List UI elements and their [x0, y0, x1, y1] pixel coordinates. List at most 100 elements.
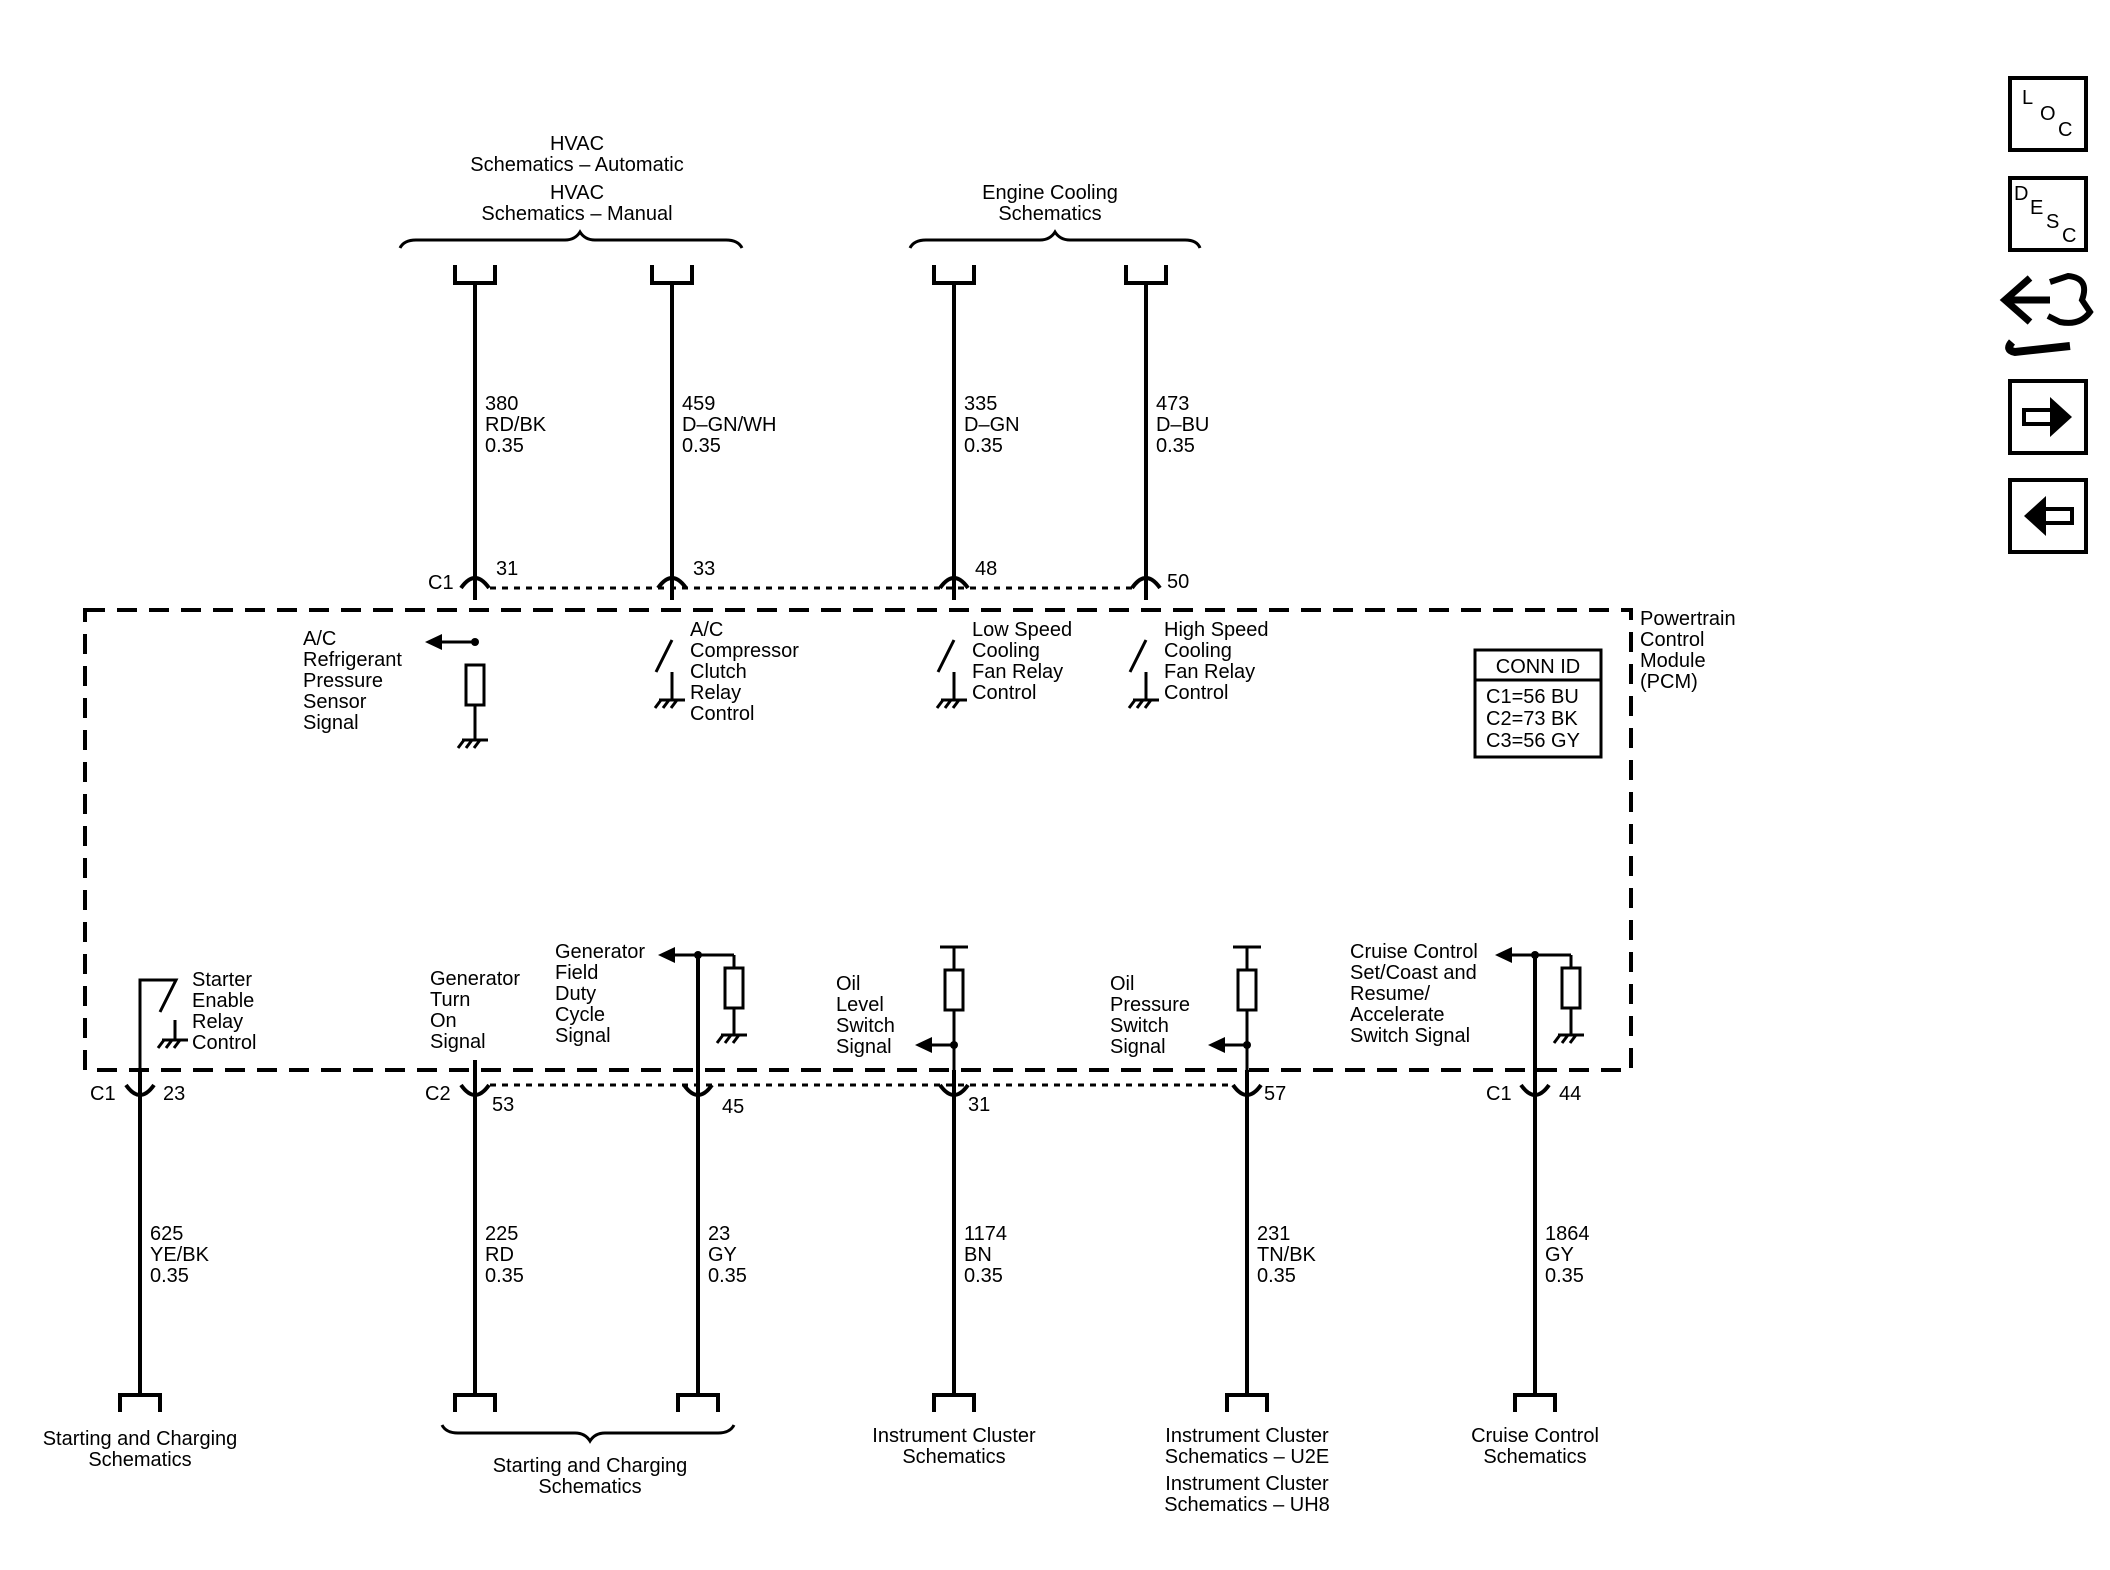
conn-id-c1: C1=56 BU — [1486, 686, 1579, 708]
wire-1864-color: GY — [1545, 1244, 1574, 1266]
oil-level-l4: Signal — [836, 1036, 892, 1058]
pin-33: 33 — [693, 558, 715, 580]
signal-arrow-icon — [915, 1037, 932, 1053]
signal-arrow-icon — [1208, 1037, 1225, 1053]
conn-id-c2: C2=73 BK — [1486, 708, 1578, 730]
starter-l4: Control — [192, 1032, 256, 1054]
gen-turn-l3: On — [430, 1010, 457, 1032]
cruise-l3: Resume/ — [1350, 983, 1430, 1005]
pcm-module-boundary — [83, 608, 1633, 1072]
pin-50: 50 — [1167, 571, 1189, 593]
wire-335-gauge: 0.35 — [964, 435, 1003, 457]
hvac-auto-line1: HVAC — [550, 133, 604, 155]
pin-31: 31 — [496, 558, 518, 580]
pin-45: 45 — [722, 1096, 744, 1118]
next-page-button[interactable] — [2008, 379, 2088, 455]
terminal-473 — [1124, 265, 1168, 285]
cruise-l1: Cruise Control — [1350, 941, 1478, 963]
conn-arc-33 — [656, 576, 688, 590]
gen-turn-on-label: Generator Turn On Signal — [430, 968, 520, 1053]
hvac-man-line1: HVAC — [550, 182, 604, 204]
conn-c2: C2 — [425, 1083, 451, 1105]
terminal-1864 — [1513, 1393, 1557, 1412]
ground-icon — [456, 738, 488, 749]
gen-field-l4: Cycle — [555, 1004, 605, 1026]
low-speed-fan-switch — [935, 639, 967, 709]
oil-level-circuit — [915, 945, 968, 1070]
conn-arc-23 — [124, 1083, 156, 1097]
previous-page-button[interactable] — [2008, 478, 2088, 554]
wire-1174-circuit: 1174 — [964, 1223, 1007, 1245]
ic2-line3: Instrument Cluster — [1165, 1473, 1329, 1495]
low-fan-l1: Low Speed — [972, 619, 1072, 641]
low-speed-fan-label: Low Speed Cooling Fan Relay Control — [972, 619, 1072, 704]
conn-c1-left: C1 — [90, 1083, 116, 1105]
high-fan-l4: Control — [1164, 682, 1228, 704]
connector-tool-button[interactable] — [1999, 272, 2094, 357]
conn-id-table: CONN ID C1=56 BU C2=73 BK C3=56 GY — [1473, 648, 1603, 759]
top-reference-labels: HVAC Schematics – Automatic HVAC Schemat… — [470, 133, 1118, 225]
wire-225-color: RD — [485, 1244, 514, 1266]
ic2-line4: Schematics – UH8 — [1164, 1494, 1330, 1516]
high-fan-l3: Fan Relay — [1164, 661, 1255, 683]
wire-380-color: RD/BK — [485, 414, 547, 436]
wire-459-gauge: 0.35 — [682, 435, 721, 457]
terminal-335 — [932, 265, 976, 285]
wire-459-color: D–GN/WH — [682, 414, 776, 436]
oil-press-l1: Oil — [1110, 973, 1134, 995]
wire-1174-gauge: 0.35 — [964, 1265, 1003, 1287]
pin-57: 57 — [1264, 1083, 1286, 1105]
ac-comp-l3: Clutch — [690, 661, 747, 683]
loc-letter-o: O — [2040, 103, 2056, 125]
starter-label: Starter Enable Relay Control — [192, 969, 256, 1054]
arrow-right-icon — [2022, 397, 2072, 437]
loc-button[interactable]: L O C — [2008, 76, 2088, 152]
module-name-line1: Powertrain — [1640, 608, 1736, 630]
ac-ref-l1: A/C — [303, 628, 336, 650]
cruise-control-circuit — [1495, 947, 1584, 1044]
low-fan-l4: Control — [972, 682, 1036, 704]
terminal-23 — [676, 1393, 720, 1412]
starter-l3: Relay — [192, 1011, 243, 1033]
wire-625-circuit: 625 — [150, 1223, 183, 1245]
ac-refrigerant-sensor-circuit — [425, 634, 488, 749]
oil-level-l2: Level — [836, 994, 884, 1016]
ground-icon — [1127, 698, 1159, 709]
high-speed-fan-switch — [1127, 639, 1159, 709]
starting-charging-brace — [440, 1424, 736, 1444]
gen-turn-l2: Turn — [430, 989, 470, 1011]
start2-line2: Schematics — [538, 1476, 641, 1498]
arrow-left-icon — [2024, 496, 2074, 536]
oil-level-label: Oil Level Switch Signal — [836, 973, 895, 1058]
ground-icon — [653, 698, 685, 709]
gen-field-l5: Signal — [555, 1025, 611, 1047]
switch-icon — [936, 639, 956, 673]
conn-id-title: CONN ID — [1496, 656, 1580, 678]
ac-ref-l5: Signal — [303, 712, 359, 734]
terminal-380 — [453, 265, 497, 285]
ic-line1: Instrument Cluster — [872, 1425, 1036, 1447]
oil-press-l4: Signal — [1110, 1036, 1166, 1058]
starter-l1: Starter — [192, 969, 252, 991]
bottom-reference-labels: Starting and Charging Schematics Startin… — [43, 1425, 1599, 1516]
cruise-ref-line2: Schematics — [1483, 1446, 1586, 1468]
conn-arc-48 — [938, 576, 970, 590]
hvac-man-line2: Schematics – Manual — [481, 203, 672, 225]
loc-letter-l: L — [2022, 87, 2033, 109]
conn-arc-53 — [459, 1083, 491, 1097]
cruise-ref-line1: Cruise Control — [1471, 1425, 1599, 1447]
oil-level-l1: Oil — [836, 973, 860, 995]
wire-231-color: TN/BK — [1257, 1244, 1317, 1266]
terminal-1174 — [932, 1393, 976, 1412]
terminal-225 — [453, 1393, 497, 1412]
gen-field-circuit — [658, 947, 747, 1044]
conn-arc-31b — [938, 1083, 970, 1097]
terminal-231 — [1225, 1393, 1269, 1412]
desc-button[interactable]: D E S C — [2008, 176, 2088, 252]
oil-level-l3: Switch — [836, 1015, 895, 1037]
module-name-line3: Module — [1640, 650, 1706, 672]
conn-arc-50 — [1130, 576, 1162, 590]
ic2-line1: Instrument Cluster — [1165, 1425, 1329, 1447]
pin-53: 53 — [492, 1094, 514, 1116]
